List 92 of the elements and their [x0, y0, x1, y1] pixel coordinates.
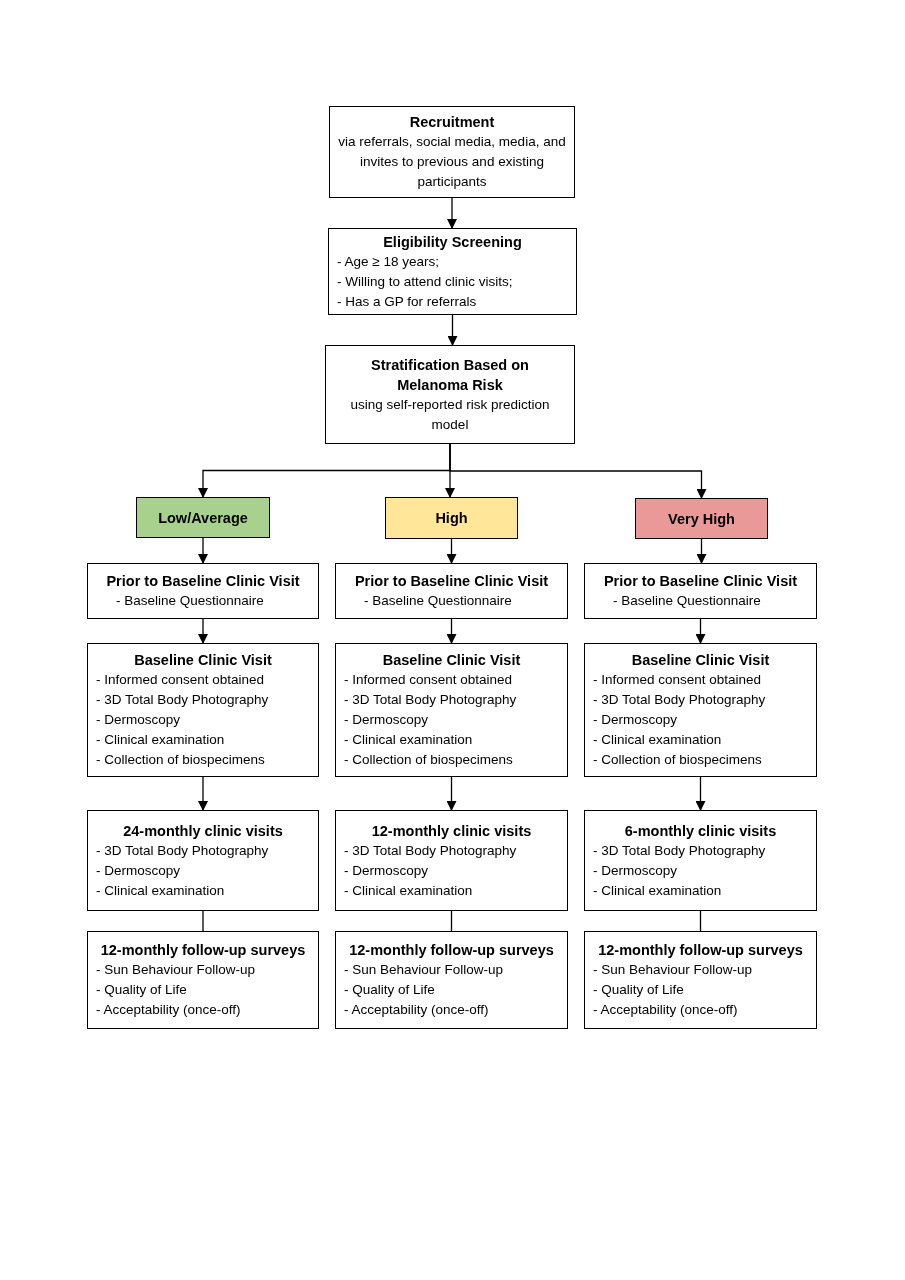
- arrow: [695, 776, 706, 811]
- list-item: - Dermoscopy: [344, 861, 430, 880]
- process-box: [87, 563, 319, 619]
- list-item: - Sun Behaviour Follow-up: [96, 961, 257, 979]
- list-item: - Collection of biospecimens: [96, 751, 266, 769]
- process-box: [584, 643, 817, 777]
- box-heading: 12-monthly follow-up surveys: [348, 941, 555, 960]
- box-heading: Baseline Clinic Visit: [381, 651, 522, 670]
- list-item: - Clinical examination: [344, 731, 474, 749]
- connector-line: [202, 910, 204, 932]
- list-item: - 3D Total Body Photography: [344, 691, 518, 709]
- risk-group-box: [385, 497, 518, 539]
- box-heading: Prior to Baseline Clinic Visit: [602, 572, 799, 591]
- list-item: - Dermoscopy: [593, 711, 679, 729]
- box-heading: 6-monthly clinic visits: [623, 821, 778, 841]
- list-item: - Acceptability (once-off): [593, 1001, 739, 1019]
- arrow: [198, 618, 208, 644]
- connector-line: [699, 910, 702, 932]
- list-item: - Clinical examination: [593, 731, 723, 749]
- box-heading: Baseline Clinic Visit: [133, 651, 273, 670]
- list-item: - Sun Behaviour Follow-up: [593, 961, 754, 979]
- list-item: - Clinical examination: [344, 881, 474, 900]
- list-item: - Quality of Life: [96, 981, 188, 999]
- connector-line: [450, 910, 453, 932]
- list-item: - Baseline Questionnaire: [115, 592, 265, 610]
- process-box: [335, 810, 568, 911]
- list-item: - Baseline Questionnaire: [363, 592, 513, 610]
- box-description: via referrals, social media, media, and invites to previous and existing participants: [338, 133, 566, 191]
- list-item: - Has a GP for referrals: [337, 292, 478, 311]
- arrow: [198, 776, 208, 811]
- risk-group-box: [136, 497, 270, 538]
- list-item: - Informed consent obtained: [593, 671, 763, 689]
- box-heading: Very High: [667, 509, 736, 529]
- list-item: - Willing to attend clinic visits;: [337, 272, 514, 291]
- box-heading: Eligibility Screening: [382, 232, 523, 252]
- box-heading: Low/Average: [157, 508, 249, 528]
- list-item: - Clinical examination: [96, 731, 226, 749]
- process-box: [87, 643, 319, 777]
- process-box: [584, 563, 817, 619]
- process-box: [335, 563, 568, 619]
- process-box: [584, 810, 817, 911]
- list-item: - 3D Total Body Photography: [96, 691, 270, 709]
- list-item: - Quality of Life: [344, 981, 436, 999]
- box-heading: Prior to Baseline Clinic Visit: [105, 572, 301, 591]
- list-item: - Clinical examination: [96, 881, 226, 900]
- box-heading: Baseline Clinic Visit: [630, 651, 771, 670]
- process-box: [335, 643, 568, 777]
- arrow: [695, 618, 706, 644]
- process-box: [335, 931, 568, 1029]
- list-item: - 3D Total Body Photography: [593, 691, 767, 709]
- arrow: [446, 538, 457, 564]
- list-item: - Baseline Questionnaire: [612, 592, 762, 610]
- arrow: [447, 197, 457, 229]
- list-item: - Informed consent obtained: [96, 671, 266, 689]
- process-box: [328, 228, 577, 315]
- list-item: - Collection of biospecimens: [593, 751, 763, 769]
- list-item: - Age ≥ 18 years;: [337, 252, 440, 271]
- process-box: [329, 106, 575, 198]
- list-item: - Dermoscopy: [593, 861, 679, 880]
- list-item: - Informed consent obtained: [344, 671, 514, 689]
- box-heading: 12-monthly follow-up surveys: [597, 941, 804, 960]
- process-box: [325, 345, 575, 444]
- list-item: - Acceptability (once-off): [344, 1001, 490, 1019]
- arrow: [447, 314, 458, 346]
- box-heading: 12-monthly clinic visits: [370, 821, 533, 841]
- process-box: [584, 931, 817, 1029]
- box-heading: Stratification Based on Melanoma Risk: [370, 355, 530, 395]
- list-item: - Sun Behaviour Follow-up: [344, 961, 505, 979]
- box-description: using self-reported risk prediction model: [349, 395, 551, 434]
- box-heading: Prior to Baseline Clinic Visit: [353, 572, 550, 591]
- list-item: - 3D Total Body Photography: [96, 841, 270, 860]
- box-heading: 12-monthly follow-up surveys: [99, 941, 307, 960]
- arrow: [446, 776, 457, 811]
- list-item: - Dermoscopy: [96, 711, 182, 729]
- box-heading: 24-monthly clinic visits: [122, 821, 284, 841]
- arrow: [446, 618, 457, 644]
- list-item: - Clinical examination: [593, 881, 723, 900]
- process-box: [87, 810, 319, 911]
- arrow: [449, 443, 707, 499]
- risk-group-box: [635, 498, 768, 539]
- arrow: [198, 537, 208, 564]
- list-item: - 3D Total Body Photography: [593, 841, 767, 860]
- list-item: - Acceptability (once-off): [96, 1001, 242, 1019]
- list-item: - 3D Total Body Photography: [344, 841, 518, 860]
- process-box: [87, 931, 319, 1029]
- list-item: - Dermoscopy: [96, 861, 182, 880]
- box-heading: Recruitment: [408, 113, 496, 132]
- list-item: - Collection of biospecimens: [344, 751, 514, 769]
- box-heading: High: [434, 509, 469, 528]
- list-item: - Quality of Life: [593, 981, 685, 999]
- list-item: - Dermoscopy: [344, 711, 430, 729]
- arrow: [696, 538, 707, 564]
